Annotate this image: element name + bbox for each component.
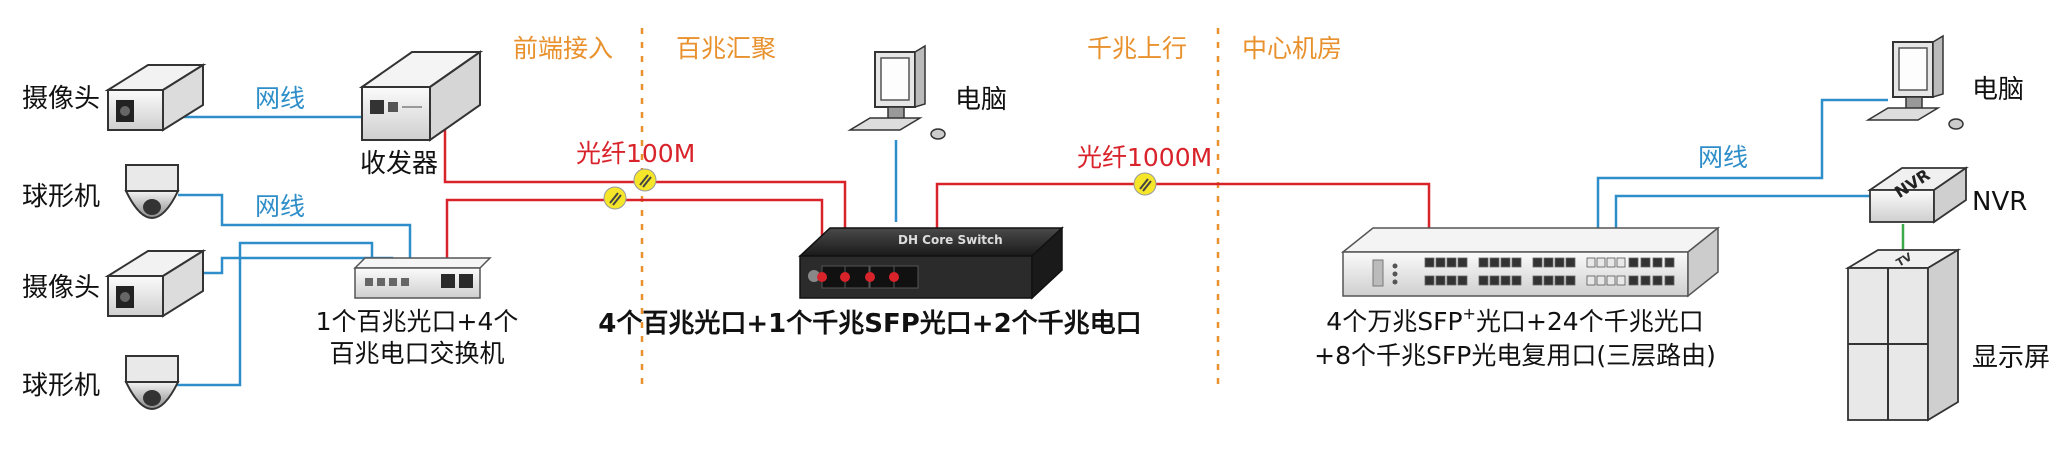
- fiber-marker-1: [633, 168, 657, 192]
- fiber-cable-switch-aggregation: [445, 198, 824, 276]
- zone-label-uplink: 千兆上行: [1087, 34, 1187, 63]
- transceiver-label: 收发器: [360, 149, 438, 179]
- dome-1-label: 球形机: [22, 182, 100, 212]
- cable-label-fiber-1000m: 光纤1000M: [1077, 143, 1212, 172]
- zone-label-aggregation: 百兆汇聚: [676, 34, 776, 63]
- nvr-label: NVR: [1972, 187, 2027, 217]
- core-switch-caption-line2: +8个千兆SFP光电复用口(三层路由): [1314, 341, 1716, 370]
- switch-icon: DH Core Switch: [798, 226, 1064, 300]
- nvr-icon: NVR: [1867, 165, 1969, 224]
- display-label: 显示屏: [1972, 343, 2050, 373]
- camera-2-label: 摄像头: [22, 273, 100, 303]
- ethernet-cable-dome1-switch: [178, 193, 412, 264]
- computer-icon: [1865, 34, 1964, 130]
- core-switch-icon: [1340, 226, 1721, 298]
- computer-icon: [847, 44, 946, 140]
- cable-label-ethernet-mid: 网线: [255, 192, 305, 221]
- access-switch-caption-line2: 百兆电口交换机: [329, 339, 504, 368]
- dome-camera-icon: [124, 164, 180, 219]
- ethernet-cable-dome2-switch: [172, 241, 374, 387]
- zone-label-front: 前端接入: [513, 34, 613, 63]
- pc-middle-label: 电脑: [955, 85, 1007, 115]
- camera-1-label: 摄像头: [22, 84, 100, 114]
- media-converter-icon: [358, 50, 484, 142]
- bullet-camera-icon: [104, 249, 207, 318]
- aggregation-switch-caption: 4个百兆光口+1个千兆SFP光口+2个千兆电口: [598, 309, 1141, 339]
- video-wall-icon: TV: [1844, 248, 1962, 422]
- ethernet-cable-core-pc: [1596, 98, 1888, 256]
- dome-camera-icon: [124, 355, 180, 410]
- access-switch-caption-line1: 1个百兆光口+4个: [316, 307, 519, 336]
- cable-label-fiber-100m: 光纤100M: [576, 139, 695, 168]
- cable-label-ethernet-right: 网线: [1698, 143, 1748, 172]
- fiber-marker-3: [1133, 172, 1157, 196]
- zone-label-center: 中心机房: [1242, 34, 1342, 63]
- fiber-marker-2: [603, 186, 627, 210]
- cable-label-ethernet-top: 网线: [255, 84, 305, 113]
- bullet-camera-icon: [104, 63, 207, 132]
- switch-icon: [353, 257, 492, 299]
- pc-right-label: 电脑: [1972, 75, 2024, 105]
- dome-2-label: 球形机: [22, 371, 100, 401]
- svg-text:DH Core Switch: DH Core Switch: [898, 233, 1003, 247]
- core-switch-caption-line1: 4个万兆SFP+光口+24个千兆光口: [1326, 304, 1703, 336]
- fiber-cable-aggregation-core: [935, 182, 1431, 256]
